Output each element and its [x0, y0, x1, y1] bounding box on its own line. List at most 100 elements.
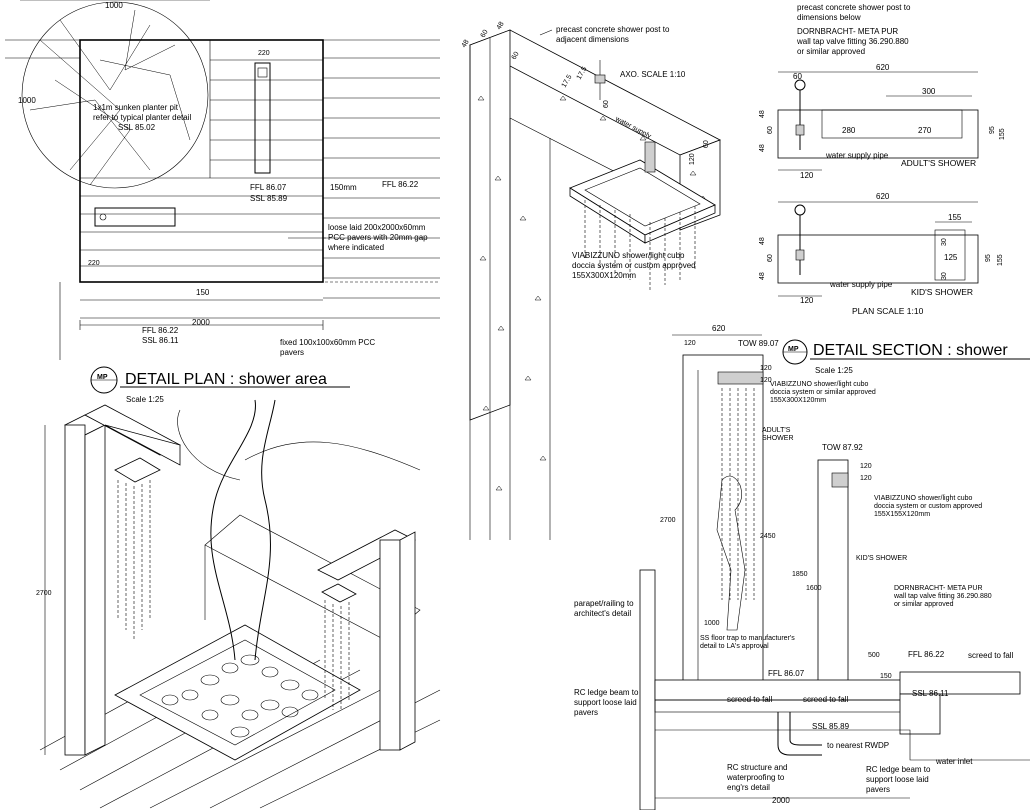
plan-ssl-3: SSL 86.11 — [142, 336, 179, 345]
ps-kid-30b: 30 — [941, 272, 948, 280]
ps-brand-1: DORNBRACHT- META PUR — [797, 27, 898, 36]
ps-kid-title: KID'S SHOWER — [911, 287, 973, 297]
ps-adult-300: 300 — [922, 87, 936, 96]
plan-dim-220-left: 220 — [88, 260, 100, 267]
detail-plan: 1000 1000 220 220 150 150mm 2000 1x1m su… — [5, 0, 440, 404]
planter-roots — [29, 9, 191, 186]
ps-adult-60b: 60 — [767, 126, 774, 134]
section-dim-120e: 120 — [860, 475, 872, 482]
section-scale: Scale 1:25 — [815, 366, 853, 375]
ps-adult-60: 60 — [793, 72, 802, 81]
section-viab-b1: VIABIZZUNO shower/light cubo — [874, 495, 973, 502]
section-dim-1600: 1600 — [806, 585, 822, 592]
plan-dim-150mm: 150mm — [330, 183, 357, 192]
ps-kid-60: 60 — [767, 254, 774, 262]
plan-note-planter-2: refer to typical planter detail — [93, 113, 191, 122]
ps-kid-48b: 48 — [759, 272, 766, 280]
section-title: DETAIL SECTION : shower — [813, 342, 1008, 359]
ps-kid-95: 95 — [985, 254, 992, 262]
section-trap-1: SS floor trap to manufacturer's — [700, 635, 795, 642]
section-dim-120b: 120 — [760, 365, 772, 372]
axo-note-viab-3: 155X300X120mm — [572, 271, 636, 280]
axo-detail: precast concrete shower post to adjacent… — [461, 21, 721, 540]
section-ssl-r: SSL 86.11 — [912, 689, 949, 698]
section-drain-pipe — [777, 712, 822, 756]
section-tow-2: TOW 87.92 — [822, 443, 863, 452]
ps-kid-155b: 155 — [997, 254, 1004, 266]
section-parapet-1: parapet/railing to — [574, 599, 634, 608]
plan-sections: precast concrete shower post to dimensio… — [759, 3, 1006, 316]
section-screed-a: screed to fall — [727, 695, 773, 704]
plan-scale: Scale 1:25 — [126, 395, 164, 404]
plan-dim-2000: 2000 — [192, 318, 210, 327]
ps-adult-280: 280 — [842, 126, 856, 135]
section-rcs-1: RC structure and — [727, 763, 787, 772]
section-adult-lbl-1: ADULT'S — [762, 427, 791, 434]
plan-ffl-2: FFL 86.22 — [382, 180, 419, 189]
section-rc-3: pavers — [574, 708, 598, 717]
section-dim-1000: 1000 — [704, 620, 720, 627]
section-adult-post — [682, 354, 764, 691]
axo-note-viab-2: doccia system or custom approved — [572, 261, 696, 270]
ps-kid-120: 120 — [800, 296, 814, 305]
plan-note-pavers-3: where indicated — [327, 243, 384, 252]
axo-note-viab-1: VIABIZZUNO shower/light cubo — [572, 251, 685, 260]
axo-scale: AXO. SCALE 1:10 — [620, 70, 686, 79]
section-rc-1: RC ledge beam to — [574, 688, 639, 697]
planter-circle — [21, 1, 209, 189]
axo-dim-h: 120 — [689, 153, 696, 165]
plan-note-pavers-2: PCC pavers with 20mm gap — [328, 233, 428, 242]
section-screed-r: screed to fall — [968, 651, 1014, 660]
section-rcr-3: pavers — [866, 785, 890, 794]
section-dim-1850: 1850 — [792, 571, 808, 578]
plan-note-planter-3: SSL 85.02 — [118, 123, 156, 132]
plan-note-planter-1: 1x1m sunken planter pit — [93, 103, 179, 112]
axo-dim-g: 60 — [603, 100, 610, 108]
axo-dim-b: 60 — [480, 29, 490, 39]
section-dorn-2: wall tap valve fitting 36.290.880 — [893, 593, 992, 600]
plan-post-kid — [94, 207, 176, 227]
paving-area — [79, 39, 324, 283]
section-rcs-2: waterproofing to — [726, 773, 785, 782]
section-dim-2450: 2450 — [760, 533, 776, 540]
ps-brand-2: wall tap valve fitting 36.290.880 — [796, 37, 909, 46]
section-parapet — [639, 569, 656, 810]
plan-ffl-3: FFL 86.22 — [142, 326, 179, 335]
ps-adult-120: 120 — [800, 171, 814, 180]
paver-joints — [80, 40, 323, 267]
ps-adult-270: 270 — [918, 126, 932, 135]
iso-dim-2700: 2700 — [36, 590, 52, 597]
section-tow-1: TOW 89.07 — [738, 339, 779, 348]
section-adult-lbl-2: SHOWER — [762, 435, 794, 442]
ps-adult-pipe: water supply pipe — [825, 151, 889, 160]
ps-brand-3: or similar approved — [797, 47, 865, 56]
section-rcs-3: eng'rs detail — [727, 783, 770, 792]
axo-concrete-marks — [477, 95, 707, 491]
plan-dim-220-top: 220 — [258, 50, 270, 57]
section-viab-b3: 155X155X120mm — [874, 511, 930, 518]
section-screed-b: screed to fall — [803, 695, 849, 704]
section-rcr-1: RC ledge beam to — [866, 765, 931, 774]
plan-note-pavers-1: loose laid 200x2000x60mm — [328, 223, 426, 232]
ps-adult-155: 155 — [999, 128, 1006, 140]
section-kid-post — [817, 459, 849, 691]
section-ssl-m: SSL 85.89 — [812, 722, 850, 731]
section-slab — [654, 679, 911, 701]
ps-adult-48c: 48 — [759, 144, 766, 152]
iso-kid-water — [324, 600, 350, 710]
ps-kid-48a: 48 — [759, 237, 766, 245]
axo-dim-a: 48 — [461, 39, 471, 49]
ps-adult-95: 95 — [989, 126, 996, 134]
plan-post-adult — [254, 62, 271, 174]
section-adult-water — [721, 388, 755, 600]
ps-top-note-1: precast concrete shower post to — [797, 3, 911, 12]
section-viab-a1: VIABIZZUNO shower/light cubo — [770, 381, 869, 388]
plan-dim-top: 1000 — [105, 1, 123, 10]
section-dim-2000: 2000 — [772, 796, 790, 805]
iso-tray — [114, 624, 361, 761]
section-kid-lbl: KID'S SHOWER — [856, 555, 907, 562]
section-viab-a3: 155X300X120mm — [770, 397, 826, 404]
ps-top-note-2: dimensions below — [797, 13, 861, 22]
section-dim-150: 150 — [880, 673, 892, 680]
axo-note-post-2: adjacent dimensions — [556, 35, 629, 44]
